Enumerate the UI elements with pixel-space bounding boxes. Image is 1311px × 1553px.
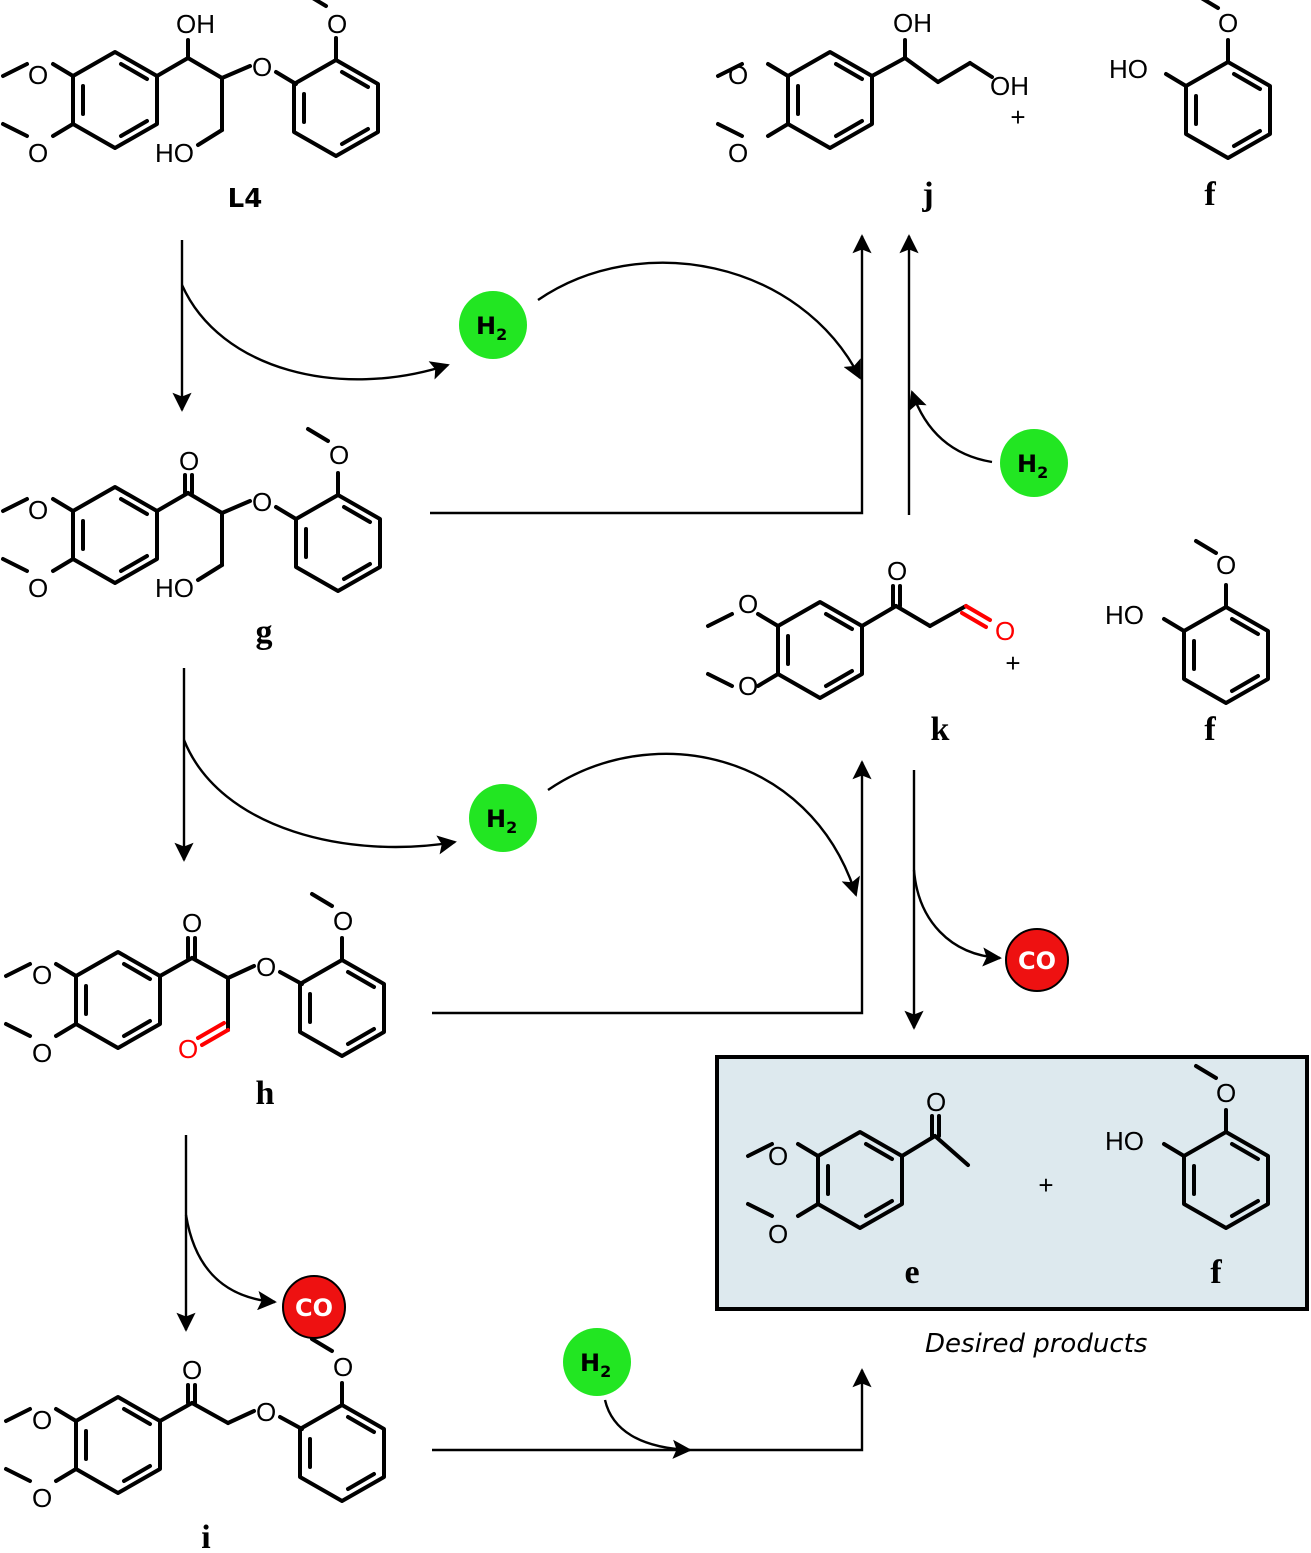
- arrow-H2-to-j: [537, 261, 862, 380]
- compound-f-mid: O HO f: [1105, 539, 1270, 748]
- compound-i: O O O O O i: [4, 1337, 386, 1553]
- svg-text:CO: CO: [295, 1294, 333, 1322]
- compound-j: O O OH OH + j: [716, 8, 1029, 213]
- svg-text:O: O: [738, 671, 758, 701]
- co-badge-2: CO: [282, 1275, 346, 1339]
- label-f-top: f: [1204, 176, 1216, 213]
- compound-h: O O O O O O h: [4, 892, 386, 1112]
- label-h: h: [256, 1075, 275, 1112]
- h2-badge-4: H2: [563, 1328, 631, 1396]
- arrow-g-to-H2: [182, 739, 457, 855]
- oh-label: OH: [176, 9, 215, 39]
- label-f-mid: f: [1204, 711, 1216, 748]
- svg-text:O: O: [28, 138, 48, 168]
- svg-text:O: O: [926, 1087, 946, 1117]
- compound-k: O O O O + k: [706, 556, 1021, 748]
- ho-label: HO: [155, 573, 194, 603]
- compound-g: O O O O HO O g: [1, 427, 382, 651]
- svg-text:O: O: [252, 52, 272, 82]
- compound-f-box: O HO f: [1105, 1064, 1270, 1291]
- compound-L4: O O OH O HO O L4: [1, 0, 380, 214]
- svg-text:O: O: [28, 495, 48, 525]
- ho-label: HO: [1105, 1126, 1144, 1156]
- svg-text:O: O: [32, 1405, 52, 1435]
- svg-text:O: O: [333, 1352, 353, 1382]
- ho-label: HO: [155, 138, 194, 168]
- desired-products-caption: Desired products: [925, 1329, 1147, 1359]
- ho-label: HO: [1105, 600, 1144, 630]
- arrow-L4-to-H2: [180, 284, 450, 381]
- h2-badge-3: H2: [469, 784, 537, 852]
- svg-text:CO: CO: [1018, 947, 1056, 975]
- label-i: i: [201, 1519, 210, 1553]
- svg-text:O: O: [179, 446, 199, 476]
- svg-text:H2: H2: [580, 1349, 611, 1381]
- arrow-H2-to-kj: [908, 390, 993, 464]
- svg-text:O: O: [1216, 1078, 1236, 1108]
- arrow-H2-to-ie: [603, 1399, 692, 1459]
- svg-text:O: O: [327, 9, 347, 39]
- oh-label: OH: [990, 71, 1029, 101]
- arrow-h-to-CO: [184, 1214, 277, 1311]
- svg-text:O: O: [256, 952, 276, 982]
- ho-label: HO: [1109, 54, 1148, 84]
- arrow-i-to-e: [432, 1368, 872, 1452]
- svg-text:O: O: [32, 1038, 52, 1068]
- label-e: e: [904, 1254, 919, 1291]
- compound-e: O O O e: [746, 1087, 970, 1291]
- h2-badge-2: H2: [1000, 429, 1068, 497]
- co-badge-1: CO: [1005, 928, 1069, 992]
- svg-text:O: O: [738, 589, 758, 619]
- svg-text:O: O: [329, 440, 349, 470]
- svg-text:H2: H2: [486, 805, 517, 837]
- svg-text:O: O: [333, 906, 353, 936]
- label-L4: L4: [228, 184, 263, 214]
- arrow-k-to-CO: [912, 869, 1002, 967]
- svg-text:O: O: [252, 487, 272, 517]
- plus-sign: +: [1005, 648, 1020, 678]
- label-g: g: [256, 614, 273, 651]
- svg-text:O: O: [256, 1397, 276, 1427]
- oh-label: OH: [893, 8, 932, 38]
- svg-text:O: O: [728, 138, 748, 168]
- label-j: j: [921, 176, 933, 213]
- svg-text:O: O: [178, 1034, 198, 1064]
- desired-products-box: O O O e + O HO f: [715, 1055, 1309, 1311]
- svg-text:O: O: [182, 1355, 202, 1385]
- label-k: k: [931, 711, 950, 748]
- h2-badge-1: H2: [459, 291, 527, 359]
- svg-text:O: O: [1216, 550, 1236, 580]
- svg-text:O: O: [28, 60, 48, 90]
- svg-text:H2: H2: [1017, 450, 1048, 482]
- svg-text:O: O: [182, 908, 202, 938]
- svg-text:O: O: [995, 616, 1015, 646]
- label-f-box: f: [1210, 1254, 1222, 1291]
- svg-text:H2: H2: [476, 312, 507, 344]
- svg-text:O: O: [768, 1219, 788, 1249]
- svg-text:O: O: [887, 556, 907, 586]
- svg-text:O: O: [28, 573, 48, 603]
- svg-text:O: O: [768, 1141, 788, 1171]
- plus-sign: +: [1038, 1170, 1053, 1200]
- arrow-g-to-j: [430, 234, 872, 515]
- svg-text:O: O: [728, 60, 748, 90]
- svg-text:O: O: [1218, 8, 1238, 38]
- svg-text:O: O: [32, 960, 52, 990]
- svg-text:O: O: [32, 1483, 52, 1513]
- compound-f-top: O HO f: [1109, 0, 1272, 213]
- plus-sign: +: [1010, 102, 1025, 132]
- arrow-h-to-k: [432, 760, 872, 1015]
- arrow-H2-to-k: [547, 752, 860, 897]
